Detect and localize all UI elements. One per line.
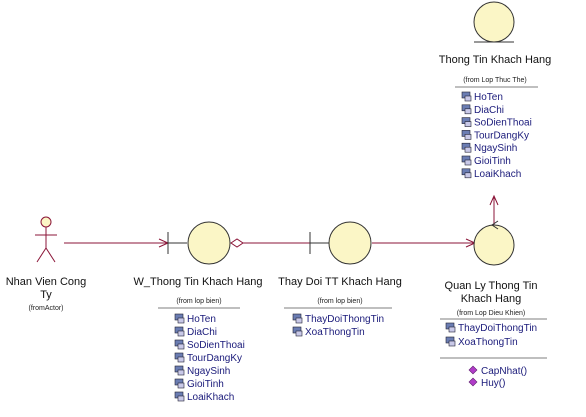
boundary-w-attribute-3: TourDangKy: [187, 353, 242, 364]
operation-icon: [468, 365, 478, 375]
entity-stereotype: (from Lop Thuc The): [463, 77, 527, 84]
entity-attribute-4: NgaySinh: [474, 143, 517, 154]
entity-attribute-5: GioiTinh: [474, 156, 511, 167]
attribute-icon: [292, 313, 303, 324]
association-control-to-entity: [489, 194, 499, 225]
boundary-icon: [309, 221, 372, 265]
association-actor-to-w: [64, 238, 170, 248]
attribute-icon: [461, 142, 472, 153]
attribute-icon: [461, 91, 472, 102]
boundary-w-attribute-5: GioiTinh: [187, 379, 224, 390]
actor-name-line1: Nhan Vien Cong: [6, 276, 87, 288]
attribute-icon: [292, 326, 303, 337]
entity-name: Thong Tin Khach Hang: [439, 54, 552, 66]
boundary-w-stereotype: (from lop bien): [176, 298, 221, 305]
control-attribute-0: ThayDoiThongTin: [458, 323, 537, 334]
actor-stereotype: (fromActor): [29, 305, 64, 312]
actor-icon: [35, 216, 57, 263]
attribute-icon: [461, 168, 472, 179]
control-icon: [473, 220, 515, 266]
control-quan-ly-thong-tin[interactable]: Quan Ly Thong Tin Khach Hang (from Lop D…: [440, 220, 547, 389]
attribute-icon: [174, 313, 185, 324]
boundary-w-attribute-0: HoTen: [187, 314, 216, 325]
boundary-icon: [167, 221, 231, 265]
boundary-thaydoi-stereotype: (from lop bien): [317, 298, 362, 305]
control-name-line1: Quan Ly Thong Tin: [445, 280, 538, 292]
boundary-thaydoi-name: Thay Doi TT Khach Hang: [278, 276, 402, 288]
attribute-icon: [461, 155, 472, 166]
entity-attribute-6: LoaiKhach: [474, 169, 521, 180]
boundary-w-attribute-1: DiaChi: [187, 327, 217, 338]
entity-attribute-1: DiaChi: [474, 105, 504, 116]
control-operations: CapNhat()Huy(): [468, 365, 527, 389]
entity-icon: [473, 1, 515, 43]
entity-attributes: HoTenDiaChiSoDienThoaiTourDangKyNgaySinh…: [461, 91, 532, 180]
attribute-icon: [461, 130, 472, 140]
attribute-icon: [174, 339, 185, 350]
entity-attribute-3: TourDangKy: [474, 130, 529, 141]
attribute-icon: [445, 336, 456, 347]
entity-thong-tin-khach-hang[interactable]: Thong Tin Khach Hang (from Lop Thuc The)…: [439, 1, 552, 180]
control-attribute-1: XoaThongTin: [458, 337, 518, 348]
attribute-icon: [174, 365, 185, 376]
boundary-thaydoi-attribute-1: XoaThongTin: [305, 327, 365, 338]
attribute-icon: [174, 391, 185, 402]
entity-attribute-2: SoDienThoai: [474, 118, 532, 129]
boundary-w-attribute-2: SoDienThoai: [187, 340, 245, 351]
control-stereotype: (from Lop Dieu Khien): [457, 310, 525, 317]
actor-name-line2: Ty: [40, 289, 52, 301]
boundary-w-thong-tin-khach-hang[interactable]: W_Thong Tin Khach Hang (from lop bien) H…: [133, 221, 263, 403]
boundary-w-attribute-4: NgaySinh: [187, 366, 230, 377]
boundary-w-attribute-6: LoaiKhach: [187, 392, 234, 403]
boundary-w-name: W_Thong Tin Khach Hang: [133, 276, 262, 288]
attribute-icon: [445, 322, 456, 333]
entity-attribute-0: HoTen: [474, 92, 503, 103]
association-w-to-thaydoi: [230, 238, 310, 248]
attribute-icon: [174, 352, 185, 363]
control-name-line2: Khach Hang: [461, 293, 522, 305]
boundary-thay-doi-tt-khach-hang[interactable]: Thay Doi TT Khach Hang (from lop bien) T…: [278, 221, 402, 338]
operation-icon: [468, 377, 478, 387]
actor-nhan-vien[interactable]: Nhan Vien Cong Ty (fromActor): [6, 216, 87, 312]
control-operation-1: Huy(): [481, 378, 505, 389]
control-operation-0: CapNhat(): [481, 366, 527, 377]
attribute-icon: [461, 104, 472, 115]
association-thaydoi-to-control: [372, 238, 477, 248]
attribute-icon: [174, 326, 185, 337]
boundary-thaydoi-attribute-0: ThayDoiThongTin: [305, 314, 384, 325]
boundary-w-attributes: HoTenDiaChiSoDienThoaiTourDangKyNgaySinh…: [174, 313, 245, 403]
attribute-icon: [461, 117, 472, 127]
attribute-icon: [174, 378, 185, 389]
